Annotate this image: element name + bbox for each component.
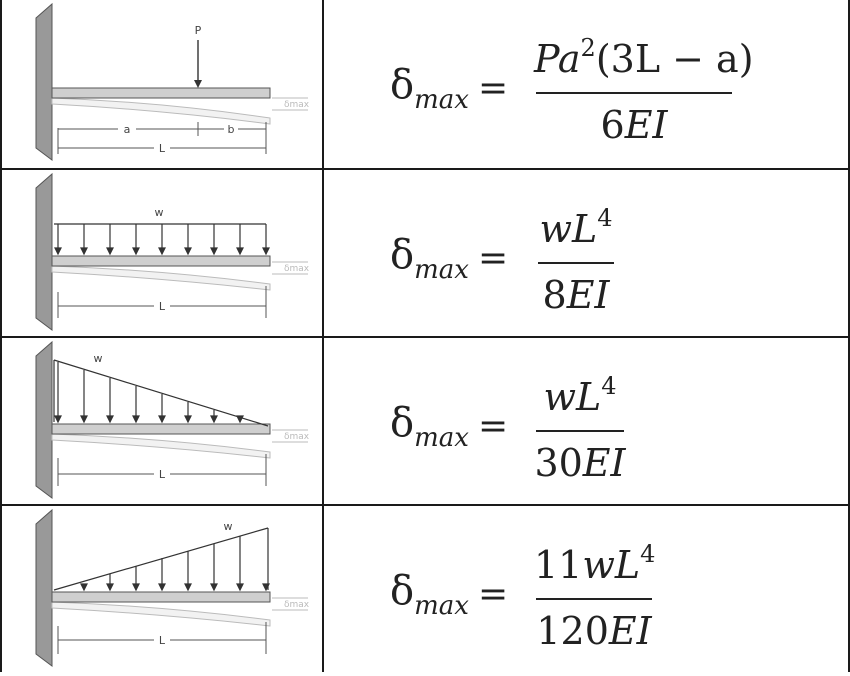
equals-sign: = xyxy=(478,406,509,447)
subscript-max: max xyxy=(414,423,469,453)
delta-symbol: δ xyxy=(390,62,415,108)
denominator: 8EI xyxy=(542,273,610,317)
cantilever-point-load-diagram: P δmax a b L xyxy=(2,0,322,166)
row-divider xyxy=(0,168,850,170)
deflection-formula: δmax = wL4 30EI xyxy=(324,338,850,504)
equals-sign: = xyxy=(478,238,509,279)
dimension-L-label: L xyxy=(159,634,166,647)
formula-lhs: δmax xyxy=(390,232,469,285)
subscript-max: max xyxy=(414,591,469,621)
equals-sign: = xyxy=(478,68,509,109)
load-label: w xyxy=(155,206,164,219)
dimension-L-label: L xyxy=(159,300,166,313)
dimension-b-label: b xyxy=(228,123,235,136)
fraction-bar xyxy=(536,430,624,432)
formula-lhs: δmax xyxy=(390,568,469,621)
table-row: w δmax L δmax = wL4 8EI xyxy=(0,170,850,336)
deflection-formula: δmax = 11wL4 120EI xyxy=(324,506,850,672)
formula-lhs: δmax xyxy=(390,400,469,453)
dimension-L-label: L xyxy=(159,142,166,155)
deflection-label: δmax xyxy=(284,600,310,610)
numerator: wL4 xyxy=(539,204,613,251)
load-label: w xyxy=(224,520,233,533)
deflection-label: δmax xyxy=(284,432,310,442)
dimension-a-label: a xyxy=(124,123,131,136)
fraction: wL4 8EI xyxy=(534,204,618,317)
deflection-label: δmax xyxy=(284,100,310,110)
load-label: P xyxy=(195,24,202,37)
subscript-max: max xyxy=(414,255,469,285)
fraction-bar xyxy=(536,92,732,94)
deflection-formula: δmax = Pa2(3L − a) 6EI xyxy=(324,0,850,166)
fraction: Pa2(3L − a) 6EI xyxy=(534,34,754,147)
numerator: wL4 xyxy=(543,372,617,419)
subscript-max: max xyxy=(414,85,469,115)
fraction: wL4 30EI xyxy=(534,372,626,485)
numerator: 11wL4 xyxy=(534,540,656,587)
equals-sign: = xyxy=(478,574,509,615)
denominator: 120EI xyxy=(536,609,652,653)
dimension-L-label: L xyxy=(159,468,166,481)
denominator: 6EI xyxy=(600,103,668,147)
fraction: 11wL4 120EI xyxy=(534,540,656,653)
table-row: w δmax L δmax = wL4 30EI xyxy=(0,338,850,504)
table-row: P δmax a b L δmax = Pa2(3 xyxy=(0,0,850,168)
row-divider xyxy=(0,504,850,506)
delta-symbol: δ xyxy=(390,568,415,614)
numerator: Pa2(3L − a) xyxy=(534,34,754,81)
cantilever-increasing-triangular-load-diagram: w δmax L xyxy=(2,506,322,672)
formula-lhs: δmax xyxy=(390,62,469,115)
load-label: w xyxy=(94,352,103,365)
deflection-label: δmax xyxy=(284,264,310,274)
delta-symbol: δ xyxy=(390,400,415,446)
fraction-bar xyxy=(538,262,614,264)
deflection-formula: δmax = wL4 8EI xyxy=(324,170,850,336)
cantilever-uniform-load-diagram: w δmax L xyxy=(2,170,322,336)
fraction-bar xyxy=(536,598,652,600)
denominator: 30EI xyxy=(534,441,626,485)
row-divider xyxy=(0,336,850,338)
delta-symbol: δ xyxy=(390,232,415,278)
table-row: w δmax L δmax = 11wL4 120EI xyxy=(0,506,850,672)
cantilever-decreasing-triangular-load-diagram: w δmax L xyxy=(2,338,322,504)
